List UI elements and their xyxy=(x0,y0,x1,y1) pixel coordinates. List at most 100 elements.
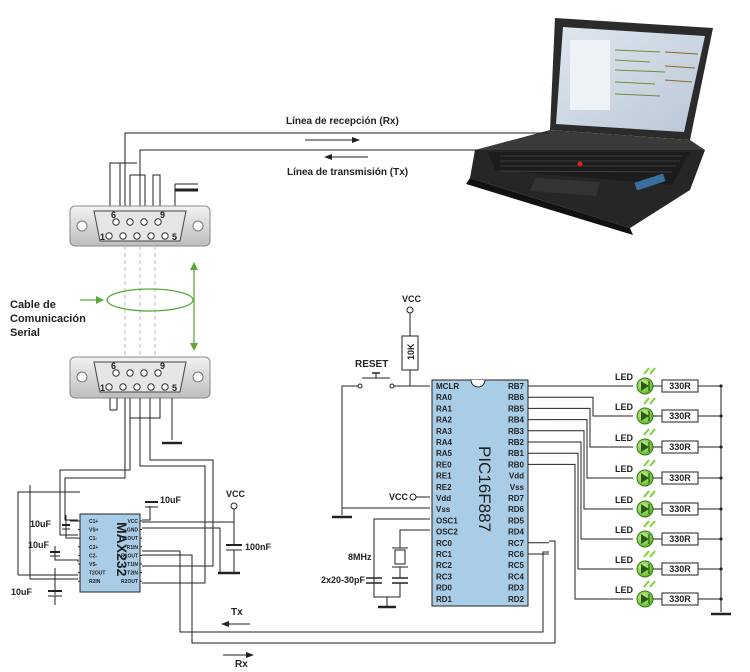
max232-chip: MAX232 xyxy=(79,513,141,593)
pic-right-pin-label: RD6 xyxy=(508,505,525,514)
resistor-10k-label: 10K xyxy=(406,343,416,360)
max-right-pin-label: T2IN xyxy=(127,571,138,577)
pic-right-pin-label: RD4 xyxy=(508,528,525,537)
reset-label: RESET xyxy=(355,359,388,370)
cap-label-4: 10uF xyxy=(160,495,182,505)
resistor-330r-label: 330R xyxy=(669,411,691,421)
db9-top-pin1-label: 1 xyxy=(100,232,105,242)
cable-label-line1: Cable de xyxy=(10,299,56,311)
cable-label-line2: Comunicación xyxy=(10,313,86,325)
rx-label: Rx xyxy=(235,659,248,670)
max-left-pin-label: C1- xyxy=(89,536,97,542)
pic-right-pin-label: Vdd xyxy=(509,472,524,481)
pic-right-pin-label: RB2 xyxy=(508,438,525,447)
resistor-330r-label: 330R xyxy=(669,594,691,604)
tx-label: Tx xyxy=(231,607,243,618)
led-label: LED xyxy=(615,555,634,565)
pic-left-pin-label: MCLR xyxy=(436,382,459,391)
led-array: LED 330R LED 330R LED 330R LED 330R LED 330R LED 33… xyxy=(549,367,731,616)
pic-left-pin-label: Vdd xyxy=(436,494,451,503)
cap-label-1: 10uF xyxy=(30,519,52,529)
max-left-pin-label: C1+ xyxy=(89,519,98,525)
pic-left-pin-label: RA5 xyxy=(436,449,453,458)
db9-bot-pin5-label: 5 xyxy=(172,383,177,393)
pic-left-pin-label: RD1 xyxy=(436,595,453,604)
led-label: LED xyxy=(615,585,634,595)
resistor-330r-label: 330R xyxy=(669,442,691,452)
crystal-label: 8MHz xyxy=(348,552,372,562)
led-label: LED xyxy=(615,433,634,443)
led-label: LED xyxy=(615,464,634,474)
pic-right-pin-label: RD2 xyxy=(508,595,525,604)
cable-label-line3: Serial xyxy=(10,327,40,339)
max-left-pin-label: R2IN xyxy=(89,579,101,585)
pic-left-pin-label: RC0 xyxy=(436,539,453,548)
pic-left-pin-label: OSC1 xyxy=(436,516,458,525)
db9-bot-pin6-label: 6 xyxy=(111,361,116,371)
crystal xyxy=(394,549,406,565)
resistor-330r-label: 330R xyxy=(669,473,691,483)
pic-right-pin-label: RC6 xyxy=(508,550,525,559)
pic-left-pin-label: RC3 xyxy=(436,572,453,581)
pic-left-pin-label: RA0 xyxy=(436,393,453,402)
pic-right-pin-label: RB0 xyxy=(508,460,525,469)
pic-pins: MCLRRA0RA1RA2RA3RA4RA5RE0RE1RE2VddVssOSC… xyxy=(436,382,549,604)
max-left-pin-label: C2+ xyxy=(89,545,98,551)
pic-left-pin-label: RC2 xyxy=(436,561,453,570)
pic-right-pin-label: RB6 xyxy=(508,393,525,402)
max-right-pin-label: GND xyxy=(127,528,139,534)
max-right-pin-label: T1IN xyxy=(127,562,138,568)
vcc-label-top: VCC xyxy=(402,294,422,304)
db9-connector-top: 6 9 1 5 xyxy=(69,205,211,247)
led-label: LED xyxy=(615,525,634,535)
max-right-pin-label: R1IN xyxy=(127,545,139,551)
cap-100nf-label: 100nF xyxy=(245,542,272,552)
max232-label: MAX232 xyxy=(114,522,130,577)
serial-cable xyxy=(124,246,156,360)
led-label: LED xyxy=(615,372,634,382)
pic-label: PIC16F887 xyxy=(475,446,494,532)
pic-left-pin-label: Vss xyxy=(436,505,451,514)
resistor-330r-label: 330R xyxy=(669,504,691,514)
vcc-label-pic: VCC xyxy=(389,492,409,502)
max-right-pin-label: VCC xyxy=(127,519,138,525)
vcc-label-max: VCC xyxy=(226,489,246,499)
max232-pins: C1+ VS+ C1- C2+ C2- VS- T2OUT R2IN VCC GND T1OUT R1… xyxy=(78,519,142,585)
cap-label-2: 10uF xyxy=(28,540,50,550)
pic-left-pin-label: RE1 xyxy=(436,472,452,481)
pic-left-pin-label: RD0 xyxy=(436,584,453,593)
pic-left-pin-label: OSC2 xyxy=(436,528,458,537)
db9-bot-pin9-label: 9 xyxy=(160,361,165,371)
pic16f887-chip: PIC16F887 xyxy=(431,379,529,607)
pic-right-pin-label: RC5 xyxy=(508,561,525,570)
pic-left-pin-label: RA3 xyxy=(436,427,453,436)
rx-line-label: Línea de recepción (Rx) xyxy=(286,116,399,127)
laptop-image xyxy=(466,18,713,235)
db9-connector-bottom: 6 9 1 5 xyxy=(69,356,211,399)
pic-left-pin-label: RE2 xyxy=(436,483,452,492)
pic-left-pin-label: RA2 xyxy=(436,416,453,425)
max-right-pin-label: T1OUT xyxy=(122,536,138,542)
db9-bot-pin1-label: 1 xyxy=(100,383,105,393)
resistor-330r-label: 330R xyxy=(669,381,691,391)
pic-right-pin-label: RD3 xyxy=(508,584,525,593)
pic-right-pin-label: RB7 xyxy=(508,382,525,391)
resistor-330r-label: 330R xyxy=(669,564,691,574)
cap-label-3: 10uF xyxy=(11,587,33,597)
max-left-pin-label: VS- xyxy=(89,562,98,568)
led-label: LED xyxy=(615,402,634,412)
pic-right-pin-label: RD7 xyxy=(508,494,525,503)
max-right-pin-label: R2OUT xyxy=(121,579,138,585)
pic-left-pin-label: RC1 xyxy=(436,550,453,559)
pic-right-pin-label: RC4 xyxy=(508,572,525,581)
pic-left-pin-label: RA4 xyxy=(436,438,453,447)
db9-top-pin6-label: 6 xyxy=(111,210,116,220)
max-left-pin-label: VS+ xyxy=(89,528,99,534)
resistor-330r-label: 330R xyxy=(669,534,691,544)
max-right-pin-label: R1OUT xyxy=(121,553,138,559)
pic-right-pin-label: RB4 xyxy=(508,416,525,425)
max-left-pin-label: T2OUT xyxy=(89,571,105,577)
pic-right-pin-label: RC7 xyxy=(508,539,525,548)
max-left-pin-label: C2- xyxy=(89,553,97,559)
